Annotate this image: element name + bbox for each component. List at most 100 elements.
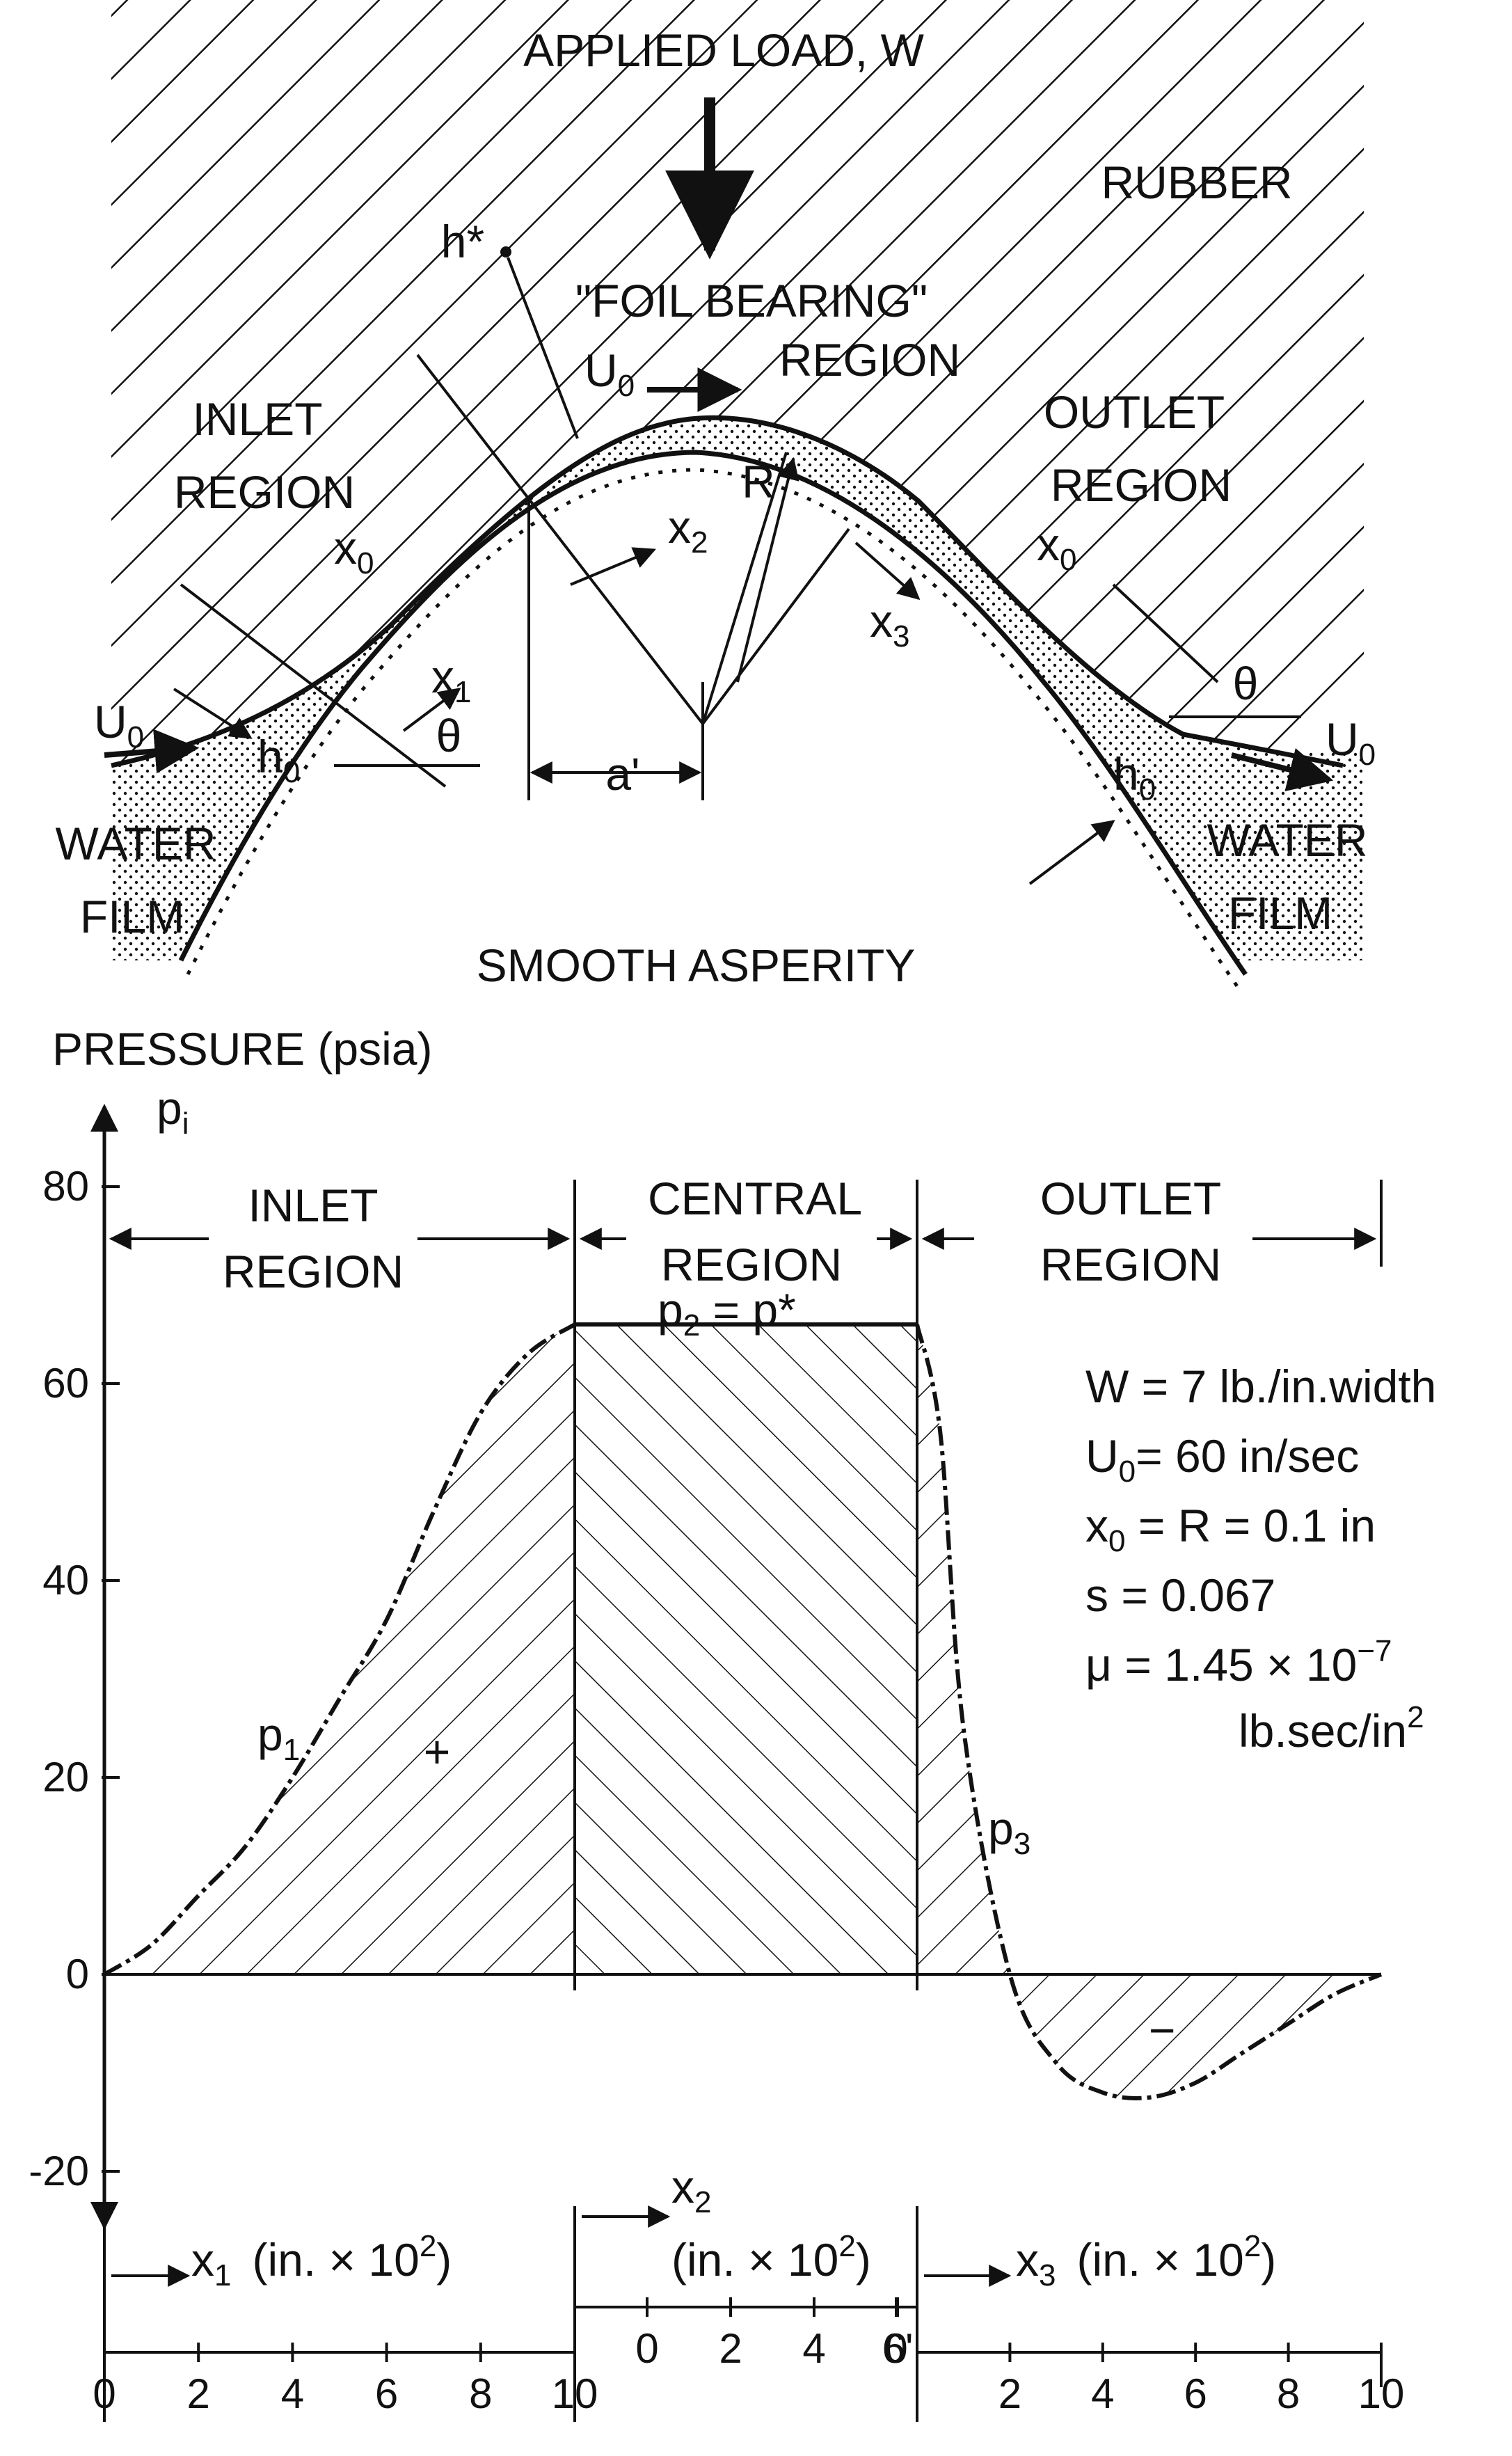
- x2-tick-label: 4: [802, 2325, 825, 2372]
- x1-tick-label: 6: [375, 2370, 398, 2417]
- p3-label: p3: [988, 1803, 1030, 1861]
- param-u0: U0= 60 in/sec: [1085, 1430, 1359, 1489]
- negative-sign: −: [1149, 2004, 1176, 2056]
- param-w: W = 7 lb./in.width: [1085, 1361, 1436, 1412]
- y-tick-label: 60: [42, 1360, 89, 1407]
- x3-axis-label: x3(in. × 102): [1016, 2229, 1276, 2292]
- radius-line-1: [701, 452, 788, 724]
- x2-tick-label: 2: [719, 2325, 742, 2372]
- x3-tick-label: 2: [998, 2370, 1021, 2417]
- x1-tick-label: 10: [552, 2370, 598, 2417]
- foil-bearing-label: "FOIL BEARING": [575, 275, 928, 326]
- y-tick-label: 80: [42, 1163, 89, 1210]
- outlet-region-label-1: OUTLET: [1040, 1173, 1221, 1224]
- x1-tick-label: 0: [93, 2370, 116, 2417]
- radius-line-3: [416, 354, 704, 725]
- p3-curve: [915, 1324, 1383, 2100]
- x2-axis-units: (in. × 102): [671, 2229, 871, 2285]
- u0-left-label: U0: [94, 696, 144, 754]
- positive-sign: +: [424, 1726, 451, 1777]
- y-tick-label: -20: [29, 2148, 89, 2194]
- u0-right-label: U0: [1326, 713, 1376, 772]
- u0-left-arrow: [104, 729, 200, 774]
- asperity-surface: [178, 450, 1248, 976]
- p1-curve: [103, 1322, 576, 1976]
- foil-region-label: REGION: [779, 334, 960, 386]
- param-mu-units: lb.sec/in2: [1239, 1700, 1424, 1757]
- x1-tick-label: 8: [469, 2370, 492, 2417]
- x2-arrow: [570, 547, 656, 586]
- h0-right-arrow: [1028, 820, 1115, 885]
- x2-tick-label: 0: [635, 2325, 658, 2372]
- inlet-label-2: REGION: [174, 466, 355, 518]
- param-s: s = 0.067: [1085, 1569, 1275, 1621]
- h-star-dot: [500, 246, 511, 258]
- applied-load-label: APPLIED LOAD, W: [523, 24, 925, 76]
- x1-label: x1: [431, 651, 471, 709]
- film-left-label: FILM: [80, 891, 184, 942]
- param-x0: x0 = R = 0.1 in: [1085, 1500, 1376, 1558]
- x3-tick-label: 10: [1358, 2370, 1405, 2417]
- rubber-region: [111, 0, 1364, 766]
- y-tick-label: 20: [42, 1754, 89, 1800]
- y-tick-label: 0: [66, 1951, 89, 1997]
- h-star-pointer: [507, 257, 579, 439]
- x3-tick-label: 4: [1091, 2370, 1114, 2417]
- theta-inlet-label: θ: [436, 710, 462, 761]
- radius-line-2: [701, 528, 850, 725]
- a-prime-label: a': [605, 748, 639, 800]
- outlet-label-1: OUTLET: [1044, 386, 1225, 438]
- y-axis-title: PRESSURE (psia): [52, 1023, 432, 1075]
- rubber-label: RUBBER: [1101, 157, 1292, 208]
- x1-tick-label: 4: [281, 2370, 304, 2417]
- h0-inlet-label: h0: [257, 731, 300, 789]
- x1-tick-label: 2: [187, 2370, 210, 2417]
- x3-label: x3: [870, 595, 909, 653]
- x2-tick-label: 0: [884, 2325, 907, 2372]
- p1-label: p1: [257, 1709, 300, 1767]
- r-arrow: [736, 457, 799, 683]
- y-tick-label: 40: [42, 1557, 89, 1603]
- water-right-label: WATER: [1207, 814, 1368, 866]
- asperity-diagram: APPLIED LOAD, W RUBBER h* "FOIL BEARING"…: [56, 0, 1376, 991]
- x2-tick-label: 6': [882, 2325, 914, 2372]
- outlet-x0-line: [1112, 583, 1219, 683]
- inlet-label-1: INLET: [192, 393, 322, 445]
- x-axes: x1(in. × 102) x2 (in. × 102) x3(in. × 10…: [93, 2161, 1404, 2422]
- inlet-region-label-1: INLET: [248, 1180, 378, 1231]
- u0-right-arrow: [1231, 747, 1334, 792]
- y-axis-symbol: pi: [157, 1082, 189, 1141]
- inlet-region-label-2: REGION: [223, 1246, 404, 1297]
- y-ticks: 80 60 40 20 0 -20: [29, 1163, 120, 2194]
- inlet-x0-line: [180, 583, 447, 788]
- x2-label: x2: [668, 501, 708, 560]
- x3-arrow: [854, 541, 921, 601]
- x0-outlet-label: x0: [1037, 518, 1076, 577]
- h-star-label: h*: [441, 216, 484, 267]
- x3-tick-label: 8: [1277, 2370, 1300, 2417]
- central-area: [575, 1324, 917, 1974]
- x3-tick-label: 6: [1184, 2370, 1207, 2417]
- h0-left-arrow: [173, 688, 253, 739]
- central-region-label-1: CENTRAL: [648, 1173, 862, 1224]
- h0-outlet-label: h0: [1113, 748, 1156, 807]
- x1-arrow: [402, 688, 461, 732]
- x2-axis-label: x2: [671, 2161, 711, 2219]
- outlet-region-label-2: REGION: [1040, 1239, 1221, 1290]
- r-label: R: [742, 456, 775, 507]
- param-mu: μ = 1.45 × 10−7: [1085, 1634, 1392, 1690]
- theta-outlet-label: θ: [1233, 658, 1259, 709]
- outlet-label-2: REGION: [1051, 459, 1232, 511]
- water-left-label: WATER: [56, 818, 216, 869]
- central-region-label-2: REGION: [661, 1239, 842, 1290]
- x1-axis-label: x1(in. × 102): [191, 2229, 452, 2292]
- u0-top-label: U0: [584, 344, 635, 403]
- smooth-asperity-label: SMOOTH ASPERITY: [477, 940, 916, 991]
- inlet-area: [104, 1324, 575, 1974]
- parameters-block: W = 7 lb./in.width U0= 60 in/sec x0 = R …: [1085, 1361, 1436, 1757]
- film-right-label: FILM: [1228, 887, 1332, 939]
